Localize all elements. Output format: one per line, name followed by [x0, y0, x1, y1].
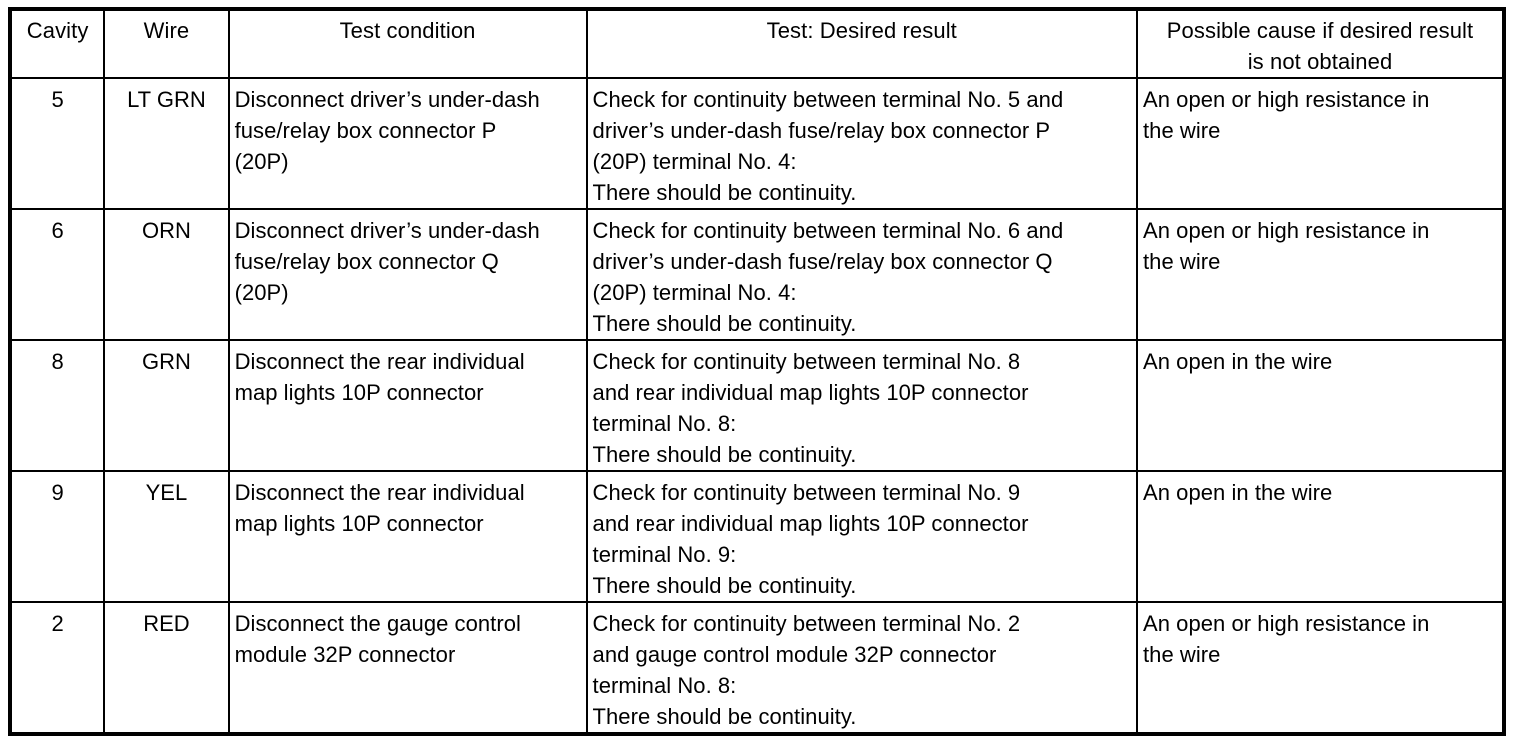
test-desired-result-value: Check for continuity between terminal No…	[592, 611, 1021, 729]
cell-possible-cause: An open or high resistance in the wire	[1137, 209, 1504, 341]
cell-possible-cause: An open in the wire	[1137, 471, 1504, 603]
test-desired-result-value: Check for continuity between terminal No…	[592, 349, 1029, 467]
cavity-value: 6	[51, 218, 64, 243]
cell-wire: RED	[104, 602, 230, 734]
cell-cavity: 8	[10, 340, 106, 472]
table-header-row: Cavity Wire Test condition Test: Desired…	[10, 9, 1504, 79]
column-header-cavity: Cavity	[10, 9, 106, 79]
possible-cause-value: An open or high resistance in the wire	[1143, 611, 1430, 667]
table-body: 5 LT GRN Disconnect driver’s under-dash …	[10, 78, 1504, 734]
column-header-cavity-label: Cavity	[26, 18, 89, 43]
cell-test-condition: Disconnect the gauge control module 32P …	[228, 602, 588, 734]
table-row: 6 ORN Disconnect driver’s under-dash fus…	[10, 209, 1504, 341]
cavity-value: 9	[51, 480, 64, 505]
cell-wire: ORN	[104, 209, 230, 341]
wire-value: RED	[143, 611, 190, 636]
wire-value: ORN	[141, 218, 191, 243]
table-header: Cavity Wire Test condition Test: Desired…	[10, 9, 1504, 79]
test-condition-value: Disconnect driver’s under-dash fuse/rela…	[234, 87, 540, 174]
possible-cause-value: An open in the wire	[1143, 349, 1333, 374]
cell-possible-cause: An open in the wire	[1137, 340, 1504, 472]
column-header-wire-label: Wire	[143, 18, 190, 43]
table-row: 5 LT GRN Disconnect driver’s under-dash …	[10, 78, 1504, 210]
cell-test-desired-result: Check for continuity between terminal No…	[586, 340, 1139, 472]
wire-value: GRN	[141, 349, 191, 374]
possible-cause-value: An open or high resistance in the wire	[1143, 87, 1430, 143]
cell-wire: LT GRN	[104, 78, 230, 210]
test-desired-result-value: Check for continuity between terminal No…	[592, 480, 1029, 598]
wire-value: LT GRN	[127, 87, 206, 112]
cell-test-desired-result: Check for continuity between terminal No…	[586, 471, 1139, 603]
table-row: 2 RED Disconnect the gauge control modul…	[10, 602, 1504, 734]
test-desired-result-value: Check for continuity between terminal No…	[592, 218, 1064, 336]
cell-wire: GRN	[104, 340, 230, 472]
test-condition-value: Disconnect the rear individual map light…	[234, 349, 525, 405]
cell-test-desired-result: Check for continuity between terminal No…	[586, 602, 1139, 734]
cell-wire: YEL	[104, 471, 230, 603]
cell-test-desired-result: Check for continuity between terminal No…	[586, 209, 1139, 341]
continuity-test-table: Cavity Wire Test condition Test: Desired…	[8, 7, 1506, 736]
cell-test-condition: Disconnect driver’s under-dash fuse/rela…	[228, 78, 588, 210]
cell-test-condition: Disconnect driver’s under-dash fuse/rela…	[228, 209, 588, 341]
column-header-test-desired-result: Test: Desired result	[586, 9, 1139, 79]
table-row: 9 YEL Disconnect the rear individual map…	[10, 471, 1504, 603]
cavity-value: 5	[51, 87, 64, 112]
table-row: 8 GRN Disconnect the rear individual map…	[10, 340, 1504, 472]
column-header-test-condition-label: Test condition	[339, 18, 476, 43]
column-header-test-desired-result-label: Test: Desired result	[766, 18, 957, 43]
cell-test-desired-result: Check for continuity between terminal No…	[586, 78, 1139, 210]
cavity-value: 8	[51, 349, 64, 374]
test-condition-value: Disconnect the gauge control module 32P …	[234, 611, 521, 667]
possible-cause-value: An open in the wire	[1143, 480, 1333, 505]
column-header-possible-cause-label: Possible cause if desired result is not …	[1166, 18, 1474, 74]
possible-cause-value: An open or high resistance in the wire	[1143, 218, 1430, 274]
wire-value: YEL	[145, 480, 188, 505]
cell-cavity: 5	[10, 78, 106, 210]
column-header-wire: Wire	[104, 9, 230, 79]
cell-test-condition: Disconnect the rear individual map light…	[228, 340, 588, 472]
cell-possible-cause: An open or high resistance in the wire	[1137, 78, 1504, 210]
test-condition-value: Disconnect driver’s under-dash fuse/rela…	[234, 218, 540, 305]
cell-cavity: 6	[10, 209, 106, 341]
page-canvas: Cavity Wire Test condition Test: Desired…	[8, 7, 1506, 736]
column-header-test-condition: Test condition	[228, 9, 588, 79]
column-header-possible-cause: Possible cause if desired result is not …	[1137, 9, 1504, 79]
test-desired-result-value: Check for continuity between terminal No…	[592, 87, 1064, 205]
cell-test-condition: Disconnect the rear individual map light…	[228, 471, 588, 603]
cavity-value: 2	[51, 611, 64, 636]
test-condition-value: Disconnect the rear individual map light…	[234, 480, 525, 536]
cell-cavity: 2	[10, 602, 106, 734]
cell-possible-cause: An open or high resistance in the wire	[1137, 602, 1504, 734]
cell-cavity: 9	[10, 471, 106, 603]
